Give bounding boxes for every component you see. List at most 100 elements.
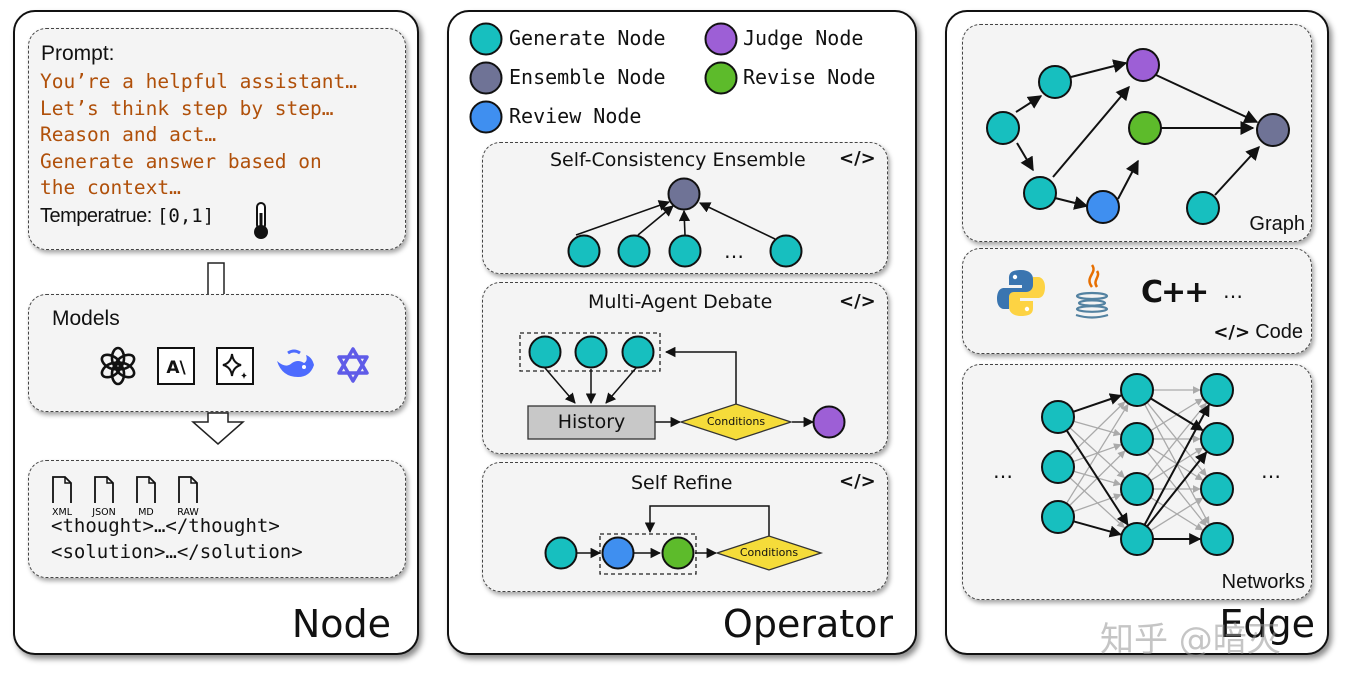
generate-node: [1120, 373, 1154, 407]
prompt-line: You’re a helpful assistant…: [40, 70, 357, 93]
conditions-label: Conditions: [739, 546, 799, 559]
legend-review: Review Node: [509, 104, 642, 128]
file-icon-label: RAW: [177, 507, 199, 518]
generate-node: [528, 335, 562, 369]
generate-node: [1023, 176, 1057, 210]
generate-node: [1200, 373, 1234, 407]
networks-box: … … Networks: [962, 364, 1312, 600]
conditions-label: Conditions: [706, 415, 766, 428]
history-label: History: [557, 411, 626, 433]
ellipsis: …: [724, 239, 744, 263]
temperature-row: Temperatrue: [0,1]: [40, 205, 214, 228]
self-refine-box: Self Refine </> Conditions: [482, 462, 888, 592]
edge: [1150, 497, 1204, 532]
legend: Generate Node Judge Node Ensemble Node R…: [449, 12, 919, 142]
java-icon: [1075, 264, 1109, 319]
cpp-text: C++: [1141, 275, 1209, 310]
revise-node: [1128, 111, 1162, 145]
generate-node: [668, 234, 702, 268]
arrow-down-icon: [207, 262, 225, 297]
judge-node-swatch: [704, 22, 738, 56]
generate-node: [986, 111, 1020, 145]
prompt-line: Generate answer based on: [40, 149, 322, 173]
self-refine-title: Self Refine: [631, 472, 733, 494]
active-edge: [1143, 403, 1210, 526]
ensemble-node: [1256, 113, 1290, 147]
temperature-range: [0,1]: [156, 205, 215, 227]
qwen-icon: [337, 347, 369, 383]
review-node-swatch: [469, 100, 503, 134]
prompt-line: Let’s think step by step…: [40, 96, 334, 120]
code-icon: </>: [839, 471, 876, 492]
judge-node: [812, 405, 846, 439]
generate-node: [1200, 522, 1234, 556]
graph-label: Graph: [1249, 213, 1305, 235]
ellipsis: …: [1261, 459, 1281, 483]
edge-panel: Graph C++ … </> Code: [945, 10, 1329, 655]
prompt-label: Prompt:: [41, 42, 115, 65]
generate-node: [1120, 522, 1154, 556]
operator-panel: Generate Node Judge Node Ensemble Node R…: [447, 10, 917, 655]
active-edge: [1146, 451, 1208, 528]
debate-title: Multi-Agent Debate: [588, 291, 773, 313]
self-consistency-graph: [567, 177, 803, 268]
active-edge: [1073, 520, 1122, 538]
prompt-line: Reason and act…: [40, 123, 217, 146]
edge: [1072, 493, 1122, 513]
conditions-diamond: [714, 535, 824, 571]
file-icon-label: XML: [52, 507, 73, 518]
self-refine-graph: [544, 505, 824, 575]
graph-diagram: [986, 48, 1290, 225]
temperature-label: Temperatrue:: [40, 205, 152, 227]
generate-node: [574, 335, 608, 369]
node-panel-title: Node: [291, 602, 391, 646]
code-icon: </>: [839, 148, 876, 169]
edge: [1069, 401, 1126, 457]
legend-ensemble: Ensemble Node: [509, 65, 666, 89]
code-icon: </>: [1213, 322, 1251, 343]
code-label: Code: [1255, 321, 1303, 343]
file-icon: MD: [136, 476, 156, 518]
conditions-diamond: [678, 403, 794, 441]
deepseek-icon: [277, 349, 314, 377]
cpp-icon: C++: [1141, 275, 1209, 310]
python-icon: [997, 270, 1045, 316]
legend-revise: Revise Node: [743, 65, 876, 89]
watermark: 知乎 @暗灭: [1100, 620, 1281, 660]
file-icons: XML JSON MD RAW: [52, 476, 199, 518]
generate-node: [769, 234, 803, 268]
prompt-box: Prompt: You’re a helpful assistant… Let’…: [28, 28, 406, 250]
network-diagram: [1041, 373, 1234, 556]
history-box: [527, 405, 656, 440]
judge-node: [1126, 48, 1160, 82]
generate-node: [1041, 500, 1075, 534]
prompt-line: the context…: [40, 176, 181, 199]
generate-node: [1041, 400, 1075, 434]
generate-node: [544, 536, 578, 570]
graph-box: Graph: [962, 24, 1312, 242]
node-panel: Prompt: You’re a helpful assistant… Let’…: [13, 10, 419, 655]
code-box: C++ … </> Code: [962, 248, 1312, 354]
debate-box: Multi-Agent Debate </> History Conditi: [482, 282, 888, 454]
ensemble-node: [667, 177, 701, 211]
generate-node: [1038, 65, 1072, 99]
thermometer-icon: [254, 202, 268, 239]
legend-judge: Judge Node: [743, 26, 864, 50]
generate-node: [617, 234, 651, 268]
legend-generate: Generate Node: [509, 26, 666, 50]
active-edge: [1065, 429, 1129, 526]
review-node: [1086, 190, 1120, 224]
generate-node: [1200, 472, 1234, 506]
self-consistency-title: Self-Consistency Ensemble: [550, 149, 806, 171]
format-files: XML JSON MD RAW: [43, 473, 233, 519]
edge: [1073, 420, 1122, 437]
ensemble-node-swatch: [469, 61, 503, 95]
file-icon: XML: [52, 476, 73, 518]
generate-node-swatch: [469, 22, 503, 56]
file-icon-label: JSON: [91, 507, 115, 518]
edge: [1065, 403, 1129, 504]
anthropic-icon: A\: [157, 347, 195, 385]
generate-node: [621, 335, 655, 369]
generate-node: [1200, 422, 1234, 456]
